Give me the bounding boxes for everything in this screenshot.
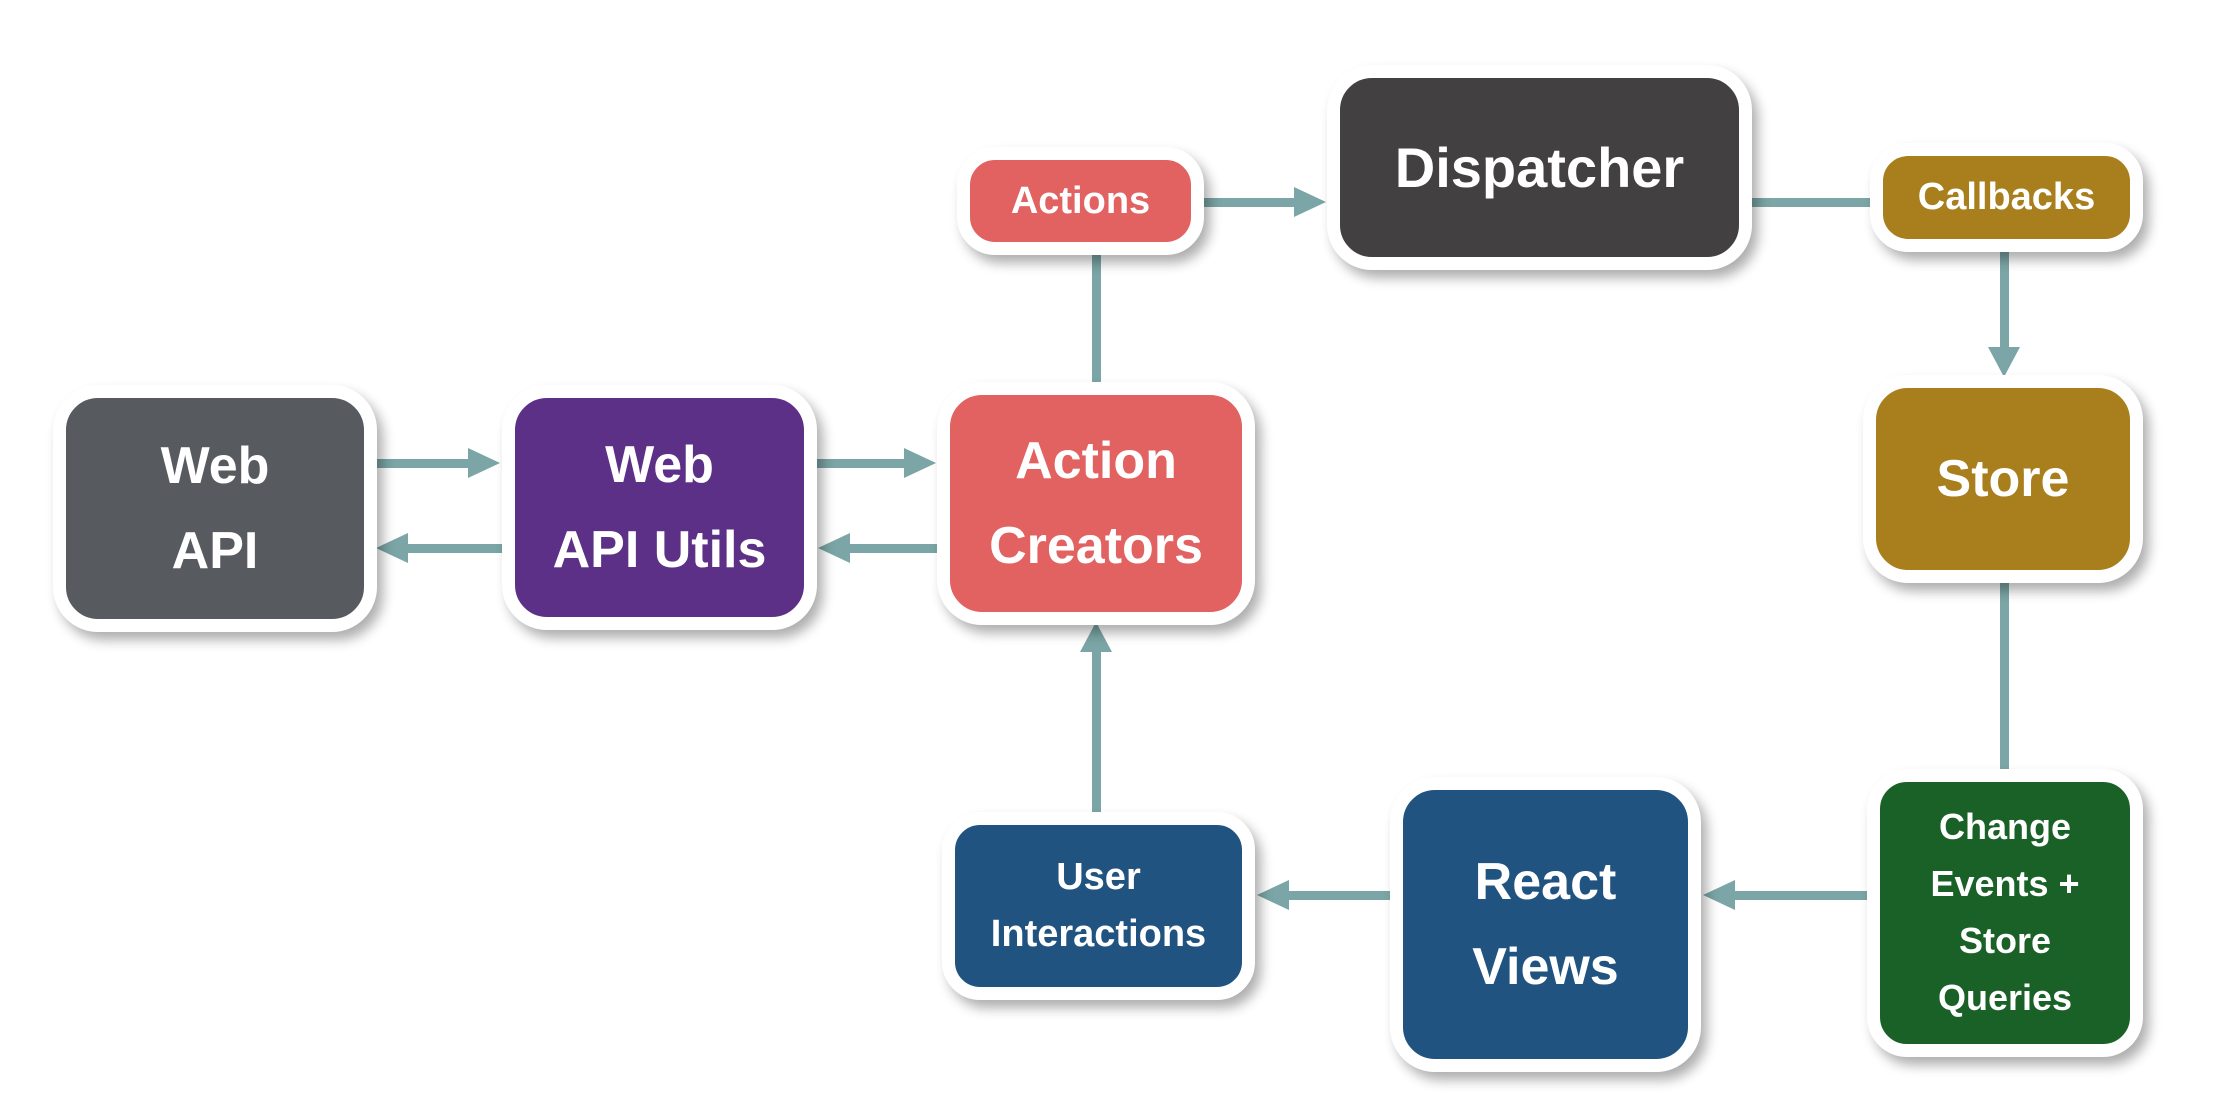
node-web-api-label: Web API [161, 424, 270, 594]
label-line: Dispatcher [1394, 135, 1685, 199]
node-action-creators-label: Action Creators [989, 419, 1203, 589]
edge-web-api-utils-to-web-api-head [376, 533, 408, 563]
label-line: Creators [989, 516, 1203, 575]
label-line: User [1056, 856, 1141, 898]
label-line: Web [605, 435, 714, 494]
edge-web-api-to-web-api-utils-head [468, 448, 500, 478]
node-store: Store [1863, 375, 2143, 583]
label-line: React [1474, 852, 1617, 911]
edge-react-views-to-user-interactions-line [1289, 891, 1392, 900]
node-callbacks: Callbacks [1870, 143, 2143, 252]
edge-actions-to-dispatcher-head [1294, 187, 1326, 217]
node-action-creators: Action Creators [937, 382, 1255, 625]
node-dispatcher-label: Dispatcher [1395, 134, 1684, 201]
edge-action-creators-to-web-api-utils-line [850, 544, 942, 553]
edge-callbacks-to-store-line [2000, 250, 2009, 348]
node-dispatcher: Dispatcher [1327, 65, 1752, 270]
node-react-views: React Views [1390, 777, 1701, 1072]
edge-web-api-to-web-api-utils-line [375, 459, 468, 468]
label-line: API [171, 521, 259, 580]
label-line: Action [1015, 431, 1177, 490]
edge-react-views-to-user-interactions-head [1257, 880, 1289, 910]
node-actions-label: Actions [1011, 173, 1150, 230]
node-change-events-store-queries-label: Change Events + Store Queries [1930, 799, 2079, 1027]
node-web-api-utils-label: Web API Utils [553, 423, 767, 593]
label-line: Events + [1930, 863, 2080, 905]
edge-web-api-utils-to-action-creators-line [813, 459, 904, 468]
edge-callbacks-to-store-head [1988, 347, 2020, 377]
node-store-label: Store [1937, 437, 2070, 522]
edge-web-api-utils-to-action-creators-head [904, 448, 936, 478]
label-line: Actions [1010, 179, 1151, 222]
label-line: Web [160, 436, 270, 495]
node-web-api: Web API [53, 385, 377, 632]
edge-action-creators-to-actions-line [1092, 253, 1101, 385]
node-change-events-store-queries: Change Events + Store Queries [1867, 769, 2143, 1057]
label-line: Change [1938, 806, 2071, 848]
edge-action-creators-to-web-api-utils-head [818, 533, 850, 563]
node-web-api-utils: Web API Utils [502, 385, 817, 630]
edge-web-api-utils-to-web-api-line [408, 544, 504, 553]
edge-change-events-to-react-views-line [1735, 891, 1869, 900]
edge-dispatcher-to-callbacks-line [1750, 198, 1872, 207]
label-line: API Utils [552, 520, 767, 579]
edge-change-events-to-react-views-head [1703, 880, 1735, 910]
label-line: Store [1936, 449, 2070, 508]
edge-store-to-change-events-line [2000, 583, 2009, 772]
node-actions: Actions [957, 147, 1204, 255]
edge-actions-to-dispatcher-line [1202, 198, 1294, 207]
node-user-interactions-label: User Interactions [991, 849, 1206, 963]
node-user-interactions: User Interactions [942, 812, 1255, 1000]
label-line: Views [1472, 937, 1619, 996]
edge-user-interactions-to-action-creators-head [1080, 622, 1112, 652]
label-line: Interactions [990, 913, 1207, 955]
label-line: Store [1958, 920, 2052, 961]
label-line: Queries [1937, 976, 2073, 1018]
node-callbacks-label: Callbacks [1918, 169, 2095, 226]
edge-user-interactions-to-action-creators-line [1092, 650, 1101, 814]
label-line: Callbacks [1917, 176, 2096, 218]
node-react-views-label: React Views [1472, 840, 1618, 1010]
